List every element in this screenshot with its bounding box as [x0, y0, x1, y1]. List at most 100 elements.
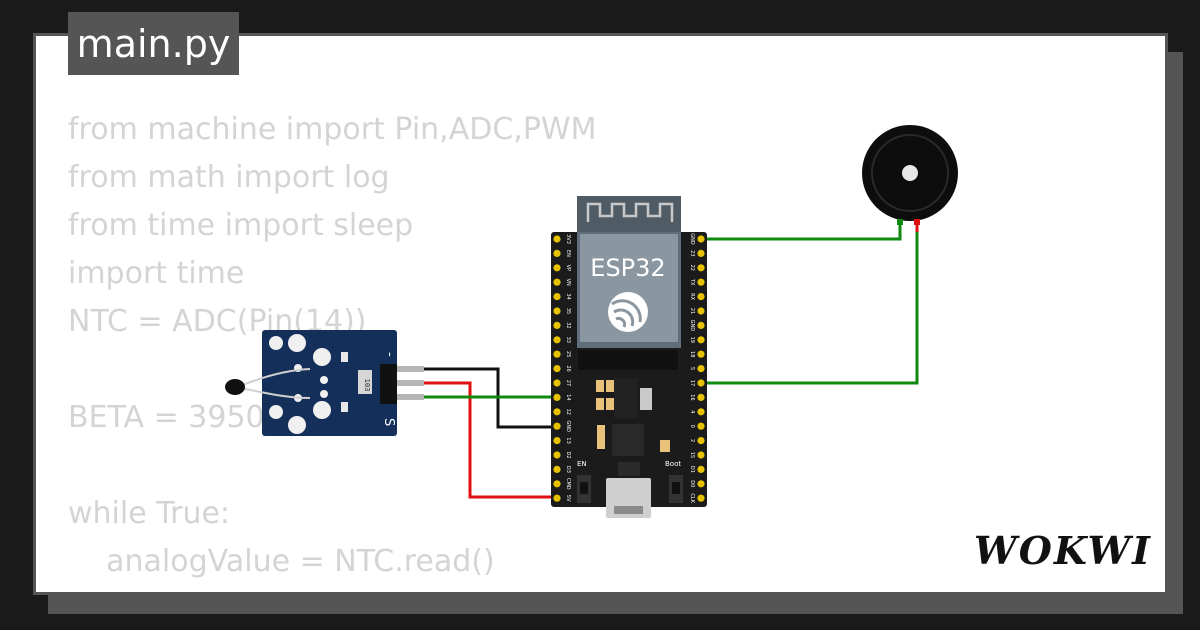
espressif-logo-icon: [608, 292, 648, 332]
pin-hole[interactable]: [697, 278, 705, 286]
pin-label: 4: [689, 410, 695, 413]
pin-label: 3V3: [565, 234, 571, 244]
pin-label: EN: [565, 250, 571, 257]
pin-label: 21: [689, 308, 695, 314]
pin-label: 15: [689, 452, 695, 458]
pin-hole[interactable]: [697, 307, 705, 315]
pin-label: D3: [565, 466, 571, 473]
buzzer[interactable]: [862, 125, 958, 225]
pin-label: 19: [689, 337, 695, 343]
pin-label: 25: [565, 351, 571, 357]
ntc-sensor-module[interactable]: 103 - S: [225, 330, 424, 436]
pin-label: RX: [689, 293, 695, 300]
thermistor-icon: [225, 379, 245, 395]
pin-label: VP: [565, 265, 571, 271]
pin-hole[interactable]: [553, 293, 561, 301]
pin-hole[interactable]: [697, 393, 705, 401]
pin-label: 32: [565, 322, 571, 328]
pin-label: GND: [689, 233, 695, 245]
antenna-icon: [586, 202, 674, 222]
pin-hole[interactable]: [553, 350, 561, 358]
pin-hole[interactable]: [553, 321, 561, 329]
pin-label: D1: [689, 466, 695, 473]
pin-hole[interactable]: [553, 235, 561, 243]
pin-label: D0: [689, 480, 695, 487]
pin-hole[interactable]: [697, 293, 705, 301]
wokwi-logo: WOKWI: [975, 528, 1151, 573]
code-line: from time import sleep: [68, 208, 414, 243]
pin-label: VN: [565, 279, 571, 286]
code-line: analogValue = NTC.read(): [68, 544, 495, 579]
code-line: from math import log: [68, 160, 390, 195]
pin-label: 26: [565, 365, 571, 371]
svg-text:Boot: Boot: [665, 460, 681, 468]
file-tab[interactable]: main.py: [68, 12, 239, 75]
pin-hole[interactable]: [553, 451, 561, 459]
pin-hole[interactable]: [553, 307, 561, 315]
pin-hole[interactable]: [697, 249, 705, 257]
code-line: BETA = 3950: [68, 400, 265, 435]
pin-hole[interactable]: [553, 480, 561, 488]
pin-label: CLK: [689, 493, 695, 503]
pin-hole[interactable]: [697, 494, 705, 502]
wires: [420, 220, 919, 499]
pin-hole[interactable]: [553, 336, 561, 344]
pin-label: 22: [689, 265, 695, 271]
pin-label: 12: [565, 409, 571, 415]
pin-hole[interactable]: [697, 350, 705, 358]
svg-text:S: S: [381, 418, 396, 426]
pin-label: 5: [689, 367, 695, 370]
pin-hole[interactable]: [697, 336, 705, 344]
pin-hole[interactable]: [697, 437, 705, 445]
pin-label: 35: [565, 308, 571, 314]
pin-hole[interactable]: [553, 264, 561, 272]
esp32-board[interactable]: ESP32 3V3ENVPVN343532332526271412GND13D2…: [551, 196, 707, 518]
pin-hole[interactable]: [697, 408, 705, 416]
pin-hole[interactable]: [697, 480, 705, 488]
pin-hole[interactable]: [553, 465, 561, 473]
pin-hole[interactable]: [697, 451, 705, 459]
pin-label: CMD: [565, 478, 571, 490]
wire-buzzer-gnd: [700, 220, 902, 241]
pin-hole[interactable]: [553, 393, 561, 401]
pin-hole[interactable]: [697, 379, 705, 387]
pin-hole[interactable]: [697, 365, 705, 373]
pin-hole[interactable]: [553, 365, 561, 373]
svg-text:103: 103: [363, 379, 371, 392]
pin-hole[interactable]: [553, 379, 561, 387]
pin-hole[interactable]: [697, 422, 705, 430]
pin-hole[interactable]: [553, 408, 561, 416]
code-line: from machine import Pin,ADC,PWM: [68, 112, 597, 147]
wire-buzzer-signal: [700, 232, 919, 385]
svg-text:ESP32: ESP32: [590, 254, 665, 282]
pin-label: 34: [565, 293, 571, 299]
pin-label: 0: [689, 425, 695, 428]
pin-hole[interactable]: [697, 465, 705, 473]
pin-hole[interactable]: [553, 278, 561, 286]
pin-hole[interactable]: [697, 264, 705, 272]
pin-label: 18: [689, 351, 695, 357]
pin-label: TX: [689, 278, 695, 286]
pin-label: 14: [565, 394, 571, 400]
pin-label: GND: [689, 320, 695, 332]
code-line: while True:: [68, 496, 231, 531]
svg-text:-: -: [382, 352, 397, 357]
resistor: [358, 370, 372, 394]
pin-hole[interactable]: [553, 249, 561, 257]
buzzer-hole-icon: [902, 165, 918, 181]
pin-hole[interactable]: [697, 321, 705, 329]
pin-label: 27: [565, 380, 571, 386]
pin-label: 17: [689, 380, 695, 386]
pin-hole[interactable]: [697, 235, 705, 243]
pin-label: 23: [689, 250, 695, 256]
pin-hole[interactable]: [553, 422, 561, 430]
pin-label: 13: [565, 437, 571, 443]
pin-label: 33: [565, 337, 571, 343]
code-line: import time: [68, 256, 245, 291]
svg-text:WOKWI: WOKWI: [975, 528, 1151, 573]
code-editor: from machine import Pin,ADC,PWM from math…: [68, 106, 1165, 592]
pin-hole[interactable]: [553, 494, 561, 502]
pin-hole[interactable]: [553, 437, 561, 445]
